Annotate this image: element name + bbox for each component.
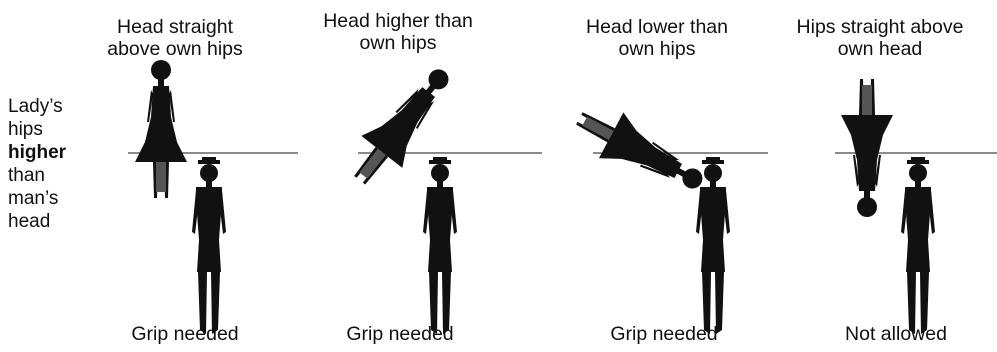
lady-figure-upright (135, 60, 187, 198)
lady-figure-inverted (841, 79, 893, 217)
man-figure-2 (423, 157, 457, 334)
man-figure-1 (192, 157, 226, 334)
lady-figure-head-low (567, 95, 713, 206)
man-figure-3 (696, 157, 730, 334)
man-figure-4 (901, 157, 935, 334)
